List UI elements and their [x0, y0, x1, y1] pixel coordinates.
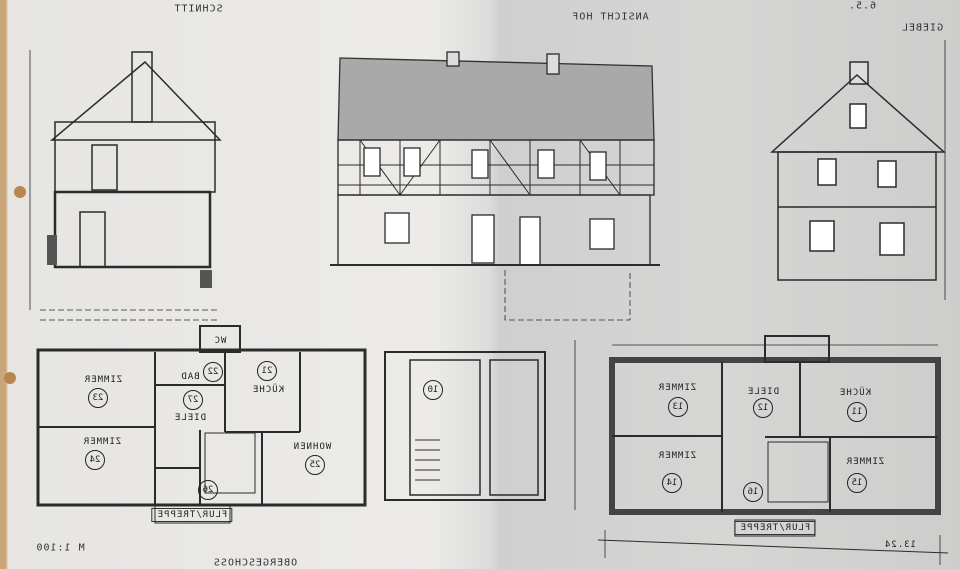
- room-name: WOHNEN: [292, 442, 332, 452]
- floor-plan-middle: [384, 340, 576, 510]
- room-number: 14: [662, 473, 682, 493]
- room-number: 21: [257, 361, 277, 381]
- room-number: 25: [305, 455, 325, 475]
- room-number: 16: [743, 482, 763, 502]
- room-number: 26: [198, 480, 218, 500]
- room-name: ZIMMER: [657, 451, 697, 461]
- room-name: ZIMMER: [83, 375, 123, 385]
- room-name: DIELE: [746, 387, 780, 397]
- wc-label: WC: [213, 336, 227, 346]
- section-drawing: [29, 50, 222, 321]
- stair-label: FLUR/TREPPE: [151, 508, 233, 522]
- scale-label: M 1:100: [35, 542, 85, 554]
- room-name: DIELE: [173, 413, 207, 423]
- room-name: ZIMMER: [845, 457, 885, 467]
- punch-hole: [14, 186, 26, 198]
- room-name: ZIMMER: [657, 383, 697, 393]
- floor-title: OBERGESCHOSS: [212, 557, 298, 569]
- floor-plan-left: [36, 325, 367, 524]
- overall-dimension: 13.24: [883, 540, 917, 550]
- room-number: 22: [203, 362, 223, 382]
- room-number: 15: [847, 473, 867, 493]
- floor-plan-right: [597, 335, 949, 565]
- room-number: 27: [183, 390, 203, 410]
- room-name: ZIMMER: [82, 437, 122, 447]
- yard-elevation-drawing: [330, 51, 660, 321]
- room-number: 10: [423, 380, 443, 400]
- room-number: 24: [85, 450, 105, 470]
- room-number: 12: [753, 398, 773, 418]
- room-name: BAD: [180, 372, 200, 382]
- gable-drawing: [770, 40, 946, 300]
- room-number: 23: [88, 388, 108, 408]
- room-number: 11: [847, 402, 867, 422]
- sheet-number: 6.5.: [847, 0, 877, 12]
- elevation-title: ANSICHT HOF: [571, 11, 649, 23]
- gable-title: GIEBEL: [900, 22, 944, 34]
- stair-label: FLUR/TREPPE: [734, 521, 816, 535]
- room-name: KÜCHE: [251, 385, 285, 395]
- section-title: SCHNITT: [173, 3, 223, 15]
- room-number: 13: [668, 397, 688, 417]
- room-name: KÜCHE: [838, 388, 872, 398]
- punch-hole: [4, 372, 16, 384]
